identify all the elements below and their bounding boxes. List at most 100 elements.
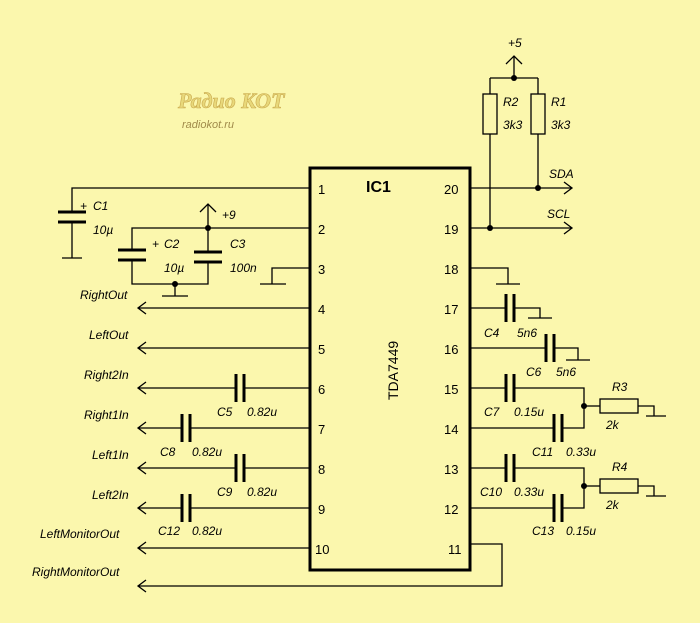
- r1-ref: R1: [551, 95, 566, 109]
- pin17-net: [470, 307, 552, 319]
- c6-ref: C6: [526, 365, 542, 379]
- scl-label: SCL: [547, 207, 570, 221]
- right1in-label: Right1In: [84, 408, 129, 422]
- scl-line: [470, 221, 574, 235]
- c4-capacitor: [504, 294, 516, 322]
- r4-ref: R4: [612, 460, 628, 474]
- c4-ref: C4: [484, 326, 500, 340]
- r1-resistor: [530, 93, 546, 135]
- c6-capacitor: [544, 334, 556, 362]
- bass-filter-left: [470, 454, 666, 522]
- c7-ref: C7: [484, 405, 501, 419]
- c7-capacitor: [504, 374, 516, 402]
- c2-ref: C2: [164, 237, 180, 251]
- r3-ref: R3: [612, 380, 628, 394]
- pin-number: 13: [444, 462, 458, 477]
- plus9-label: +9: [222, 208, 236, 222]
- logo-main-text: Радио КОТ: [177, 88, 286, 113]
- c1-ref: C1: [93, 199, 108, 213]
- r2-resistor: [482, 93, 498, 135]
- ic-body: [308, 166, 472, 572]
- left1in-line: [136, 461, 310, 475]
- rightmonitorout-label: RightMonitorOut: [32, 565, 120, 579]
- pin-number: 8: [318, 462, 325, 477]
- leftout-line: [136, 341, 310, 355]
- right2in-line: [136, 381, 310, 395]
- pin-number: 12: [444, 502, 458, 517]
- supply-9v-net: [118, 203, 310, 297]
- right2in-label: Right2In: [84, 368, 129, 382]
- logo-sub-text: radiokot.ru: [182, 119, 234, 131]
- logo: Радио КОТ radiokot.ru: [177, 88, 287, 131]
- left1in-label: Left1In: [92, 448, 129, 462]
- plus5-label: +5: [508, 36, 522, 50]
- c8-capacitor: [180, 414, 192, 442]
- pin-numbers-right: 20 19 18 17 16 15 14 13 12 11: [444, 182, 462, 557]
- leftmonitorout-label: LeftMonitorOut: [40, 527, 120, 541]
- pin-number: 14: [444, 422, 458, 437]
- c13-capacitor: [552, 494, 564, 522]
- c11-ref: C11: [532, 445, 553, 459]
- c1-plus: +: [80, 199, 87, 213]
- r1-value: 3k3: [551, 118, 571, 132]
- rightmonitorout-line: [136, 543, 503, 593]
- leftmonitorout-line: [136, 541, 310, 555]
- sda-label: SDA: [549, 167, 574, 181]
- rightout-line: [136, 301, 310, 315]
- pin-number: 2: [318, 222, 325, 237]
- c5-value: 0.82u: [247, 405, 277, 419]
- c10-value: 0.33u: [514, 485, 544, 499]
- right1in-line: [136, 421, 310, 435]
- pin3-ground: [260, 267, 310, 285]
- c10-capacitor: [504, 454, 516, 482]
- c3-ref: C3: [230, 237, 246, 251]
- c11-capacitor: [552, 414, 564, 442]
- c12-value: 0.82u: [192, 524, 222, 538]
- c4-value: 5n6: [517, 326, 537, 340]
- c3-value: 100n: [230, 261, 257, 275]
- c12-capacitor: [180, 494, 192, 522]
- pin-number: 3: [318, 262, 325, 277]
- c11-value: 0.33u: [566, 445, 596, 459]
- pin-number: 7: [318, 422, 325, 437]
- c6-value: 5n6: [556, 365, 576, 379]
- pin-number: 9: [318, 502, 325, 517]
- pin-number: 15: [444, 382, 458, 397]
- pin-number: 20: [444, 182, 458, 197]
- sda-line: [470, 181, 574, 195]
- pin-number: 1: [318, 182, 325, 197]
- left2in-label: Left2In: [92, 488, 129, 502]
- c13-value: 0.15u: [566, 524, 596, 538]
- c12-ref: C12: [158, 524, 180, 538]
- r2-value: 3k3: [503, 118, 523, 132]
- c1-capacitor-net: [58, 187, 310, 259]
- c2-value: 10µ: [164, 261, 184, 275]
- c10-ref: C10: [480, 485, 502, 499]
- r4-resistor: [599, 478, 639, 494]
- pin-number: 10: [315, 542, 329, 557]
- c13-ref: C13: [532, 524, 554, 538]
- ic-part-name: TDA7449: [385, 341, 401, 400]
- pin-number: 16: [444, 342, 458, 357]
- bass-filter-right: [470, 374, 666, 442]
- pin-number: 4: [318, 302, 325, 317]
- c2-plus: +: [152, 237, 159, 251]
- c1-value: 10µ: [93, 223, 113, 237]
- r3-resistor: [599, 398, 639, 414]
- pin-number: 11: [448, 542, 462, 557]
- pin18-ground: [470, 267, 520, 285]
- r3-value: 2k: [605, 418, 620, 432]
- c9-value: 0.82u: [247, 485, 277, 499]
- pin16-net: [470, 347, 590, 361]
- left2in-line: [136, 501, 310, 515]
- rightout-label: RightOut: [80, 288, 128, 302]
- pullup-resistors: [482, 55, 546, 231]
- leftout-label: LeftOut: [89, 328, 129, 342]
- pin-number: 5: [318, 342, 325, 357]
- c8-value: 0.82u: [192, 445, 222, 459]
- ic-ref: IC1: [366, 179, 391, 196]
- c7-value: 0.15u: [514, 405, 544, 419]
- pin-number: 6: [318, 382, 325, 397]
- pin-number: 18: [444, 262, 458, 277]
